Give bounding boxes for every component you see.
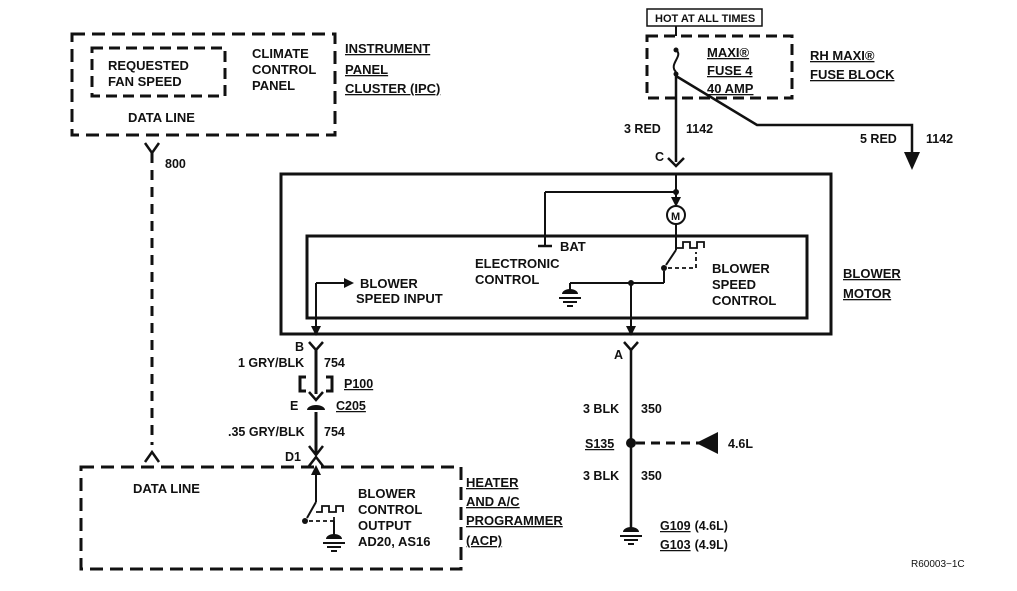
hot-at-all-times-label: HOT AT ALL TIMES — [655, 13, 755, 25]
wire-3-blk-upper-label: 3 BLK — [583, 402, 619, 416]
climate-control-panel-label: CLIMATE — [252, 46, 309, 61]
blower-speed-signal-wire: B 1 GRY/BLK 754 P100 E C205 .35 GRY/BLK … — [228, 340, 373, 467]
splice-s135 — [626, 438, 636, 448]
blower-motor-assembly: BAT M ELECTRONIC CONTROL BLOWER SPEED CO… — [279, 172, 901, 336]
wire-3-red-circuit: 1142 — [686, 122, 713, 136]
ipc-data-line-label: DATA LINE — [128, 110, 195, 125]
engine-4-6l-label: 4.6L — [728, 437, 753, 451]
wire-5-red-label: 5 RED — [860, 132, 897, 146]
bat-label: BAT — [560, 239, 586, 254]
s135-label: S135 — [585, 437, 614, 451]
g103-label: G103(4.9L) — [660, 538, 728, 552]
acp-name-label-2: AND A/C — [466, 494, 520, 509]
connector-c-label: C — [655, 150, 664, 164]
acp-name-label-3: PROGRAMMER — [466, 513, 563, 528]
ipc-name-label-2: PANEL — [345, 62, 388, 77]
electronic-control-box — [305, 234, 809, 320]
p100-label: P100 — [344, 377, 373, 391]
acp-name-label: HEATER — [466, 475, 519, 490]
wire-5-red-circuit: 1142 — [926, 132, 953, 146]
rh-maxi-fuse-block-label: RH MAXI® — [810, 48, 875, 63]
motor-symbol-label: M — [671, 211, 680, 223]
wire-035-gry-blk-label: .35 GRY/BLK — [228, 425, 305, 439]
blower-speed-control-label-2: SPEED — [712, 277, 756, 292]
hot-at-all-times-box — [646, 8, 763, 27]
connector-a-label: A — [614, 348, 623, 362]
blower-speed-input-label-2: SPEED INPUT — [356, 291, 443, 306]
connector-e-label: E — [290, 399, 298, 413]
blower-motor-name-label: BLOWER — [843, 266, 901, 281]
acp-name-label-4: (ACP) — [466, 533, 502, 548]
wire-035-gry-blk-circuit: 754 — [324, 425, 345, 439]
requested-fan-speed-label-2: FAN SPEED — [108, 74, 182, 89]
data-line-800: 800 — [143, 142, 186, 463]
climate-control-panel-label-2: CONTROL — [252, 62, 316, 77]
instrument-panel-cluster: REQUESTED FAN SPEED CLIMATE CONTROL PANE… — [70, 32, 440, 137]
g109-label: G109(4.6L) — [660, 519, 728, 533]
wire-3-blk-lower-circuit: 350 — [641, 469, 662, 483]
engine-variant-arrow — [696, 432, 718, 454]
wire-3-blk-upper-circuit: 350 — [641, 402, 662, 416]
connector-d1-label: D1 — [285, 450, 301, 464]
requested-fan-speed-label: REQUESTED — [108, 58, 189, 73]
maxi-fuse-4: HOT AT ALL TIMES MAXI® FUSE 4 40 AMP RH … — [645, 8, 895, 100]
blower-speed-control-label-3: CONTROL — [712, 293, 776, 308]
rh-maxi-fuse-block-label-2: FUSE BLOCK — [810, 67, 895, 82]
data-line-circuit-800: 800 — [165, 157, 186, 171]
electronic-control-label-2: CONTROL — [475, 272, 539, 287]
wire-1-gry-blk-label: 1 GRY/BLK — [238, 356, 304, 370]
wire-3-blk-lower-label: 3 BLK — [583, 469, 619, 483]
blower-control-output-label-3: OUTPUT — [358, 518, 412, 533]
ipc-name-label: INSTRUMENT — [345, 41, 430, 56]
wire-1-gry-blk-circuit: 754 — [324, 356, 345, 370]
maxi-fuse-label-3: 40 AMP — [707, 81, 754, 96]
blower-control-output-label-4: AD20, AS16 — [358, 534, 431, 549]
electronic-control-label: ELECTRONIC — [475, 256, 560, 271]
blower-control-output-label: BLOWER — [358, 486, 416, 501]
acp-data-line-label: DATA LINE — [133, 481, 200, 496]
requested-fan-speed-box — [90, 46, 227, 98]
red-feed-wires: 3 RED 1142 5 RED 1142 C — [624, 74, 953, 170]
ipc-name-label-3: CLUSTER (IPC) — [345, 81, 440, 96]
blower-speed-control-label: BLOWER — [712, 261, 770, 276]
ground-circuit: A 3 BLK 350 S135 4.6L 3 BLK 350 G109(4.6… — [583, 341, 753, 552]
blower-control-output-label-2: CONTROL — [358, 502, 422, 517]
figure-id-label: R60003−1C — [911, 559, 965, 570]
blower-motor-name-label-2: MOTOR — [843, 286, 892, 301]
c205-label: C205 — [336, 399, 366, 413]
heater-ac-programmer: DATA LINE BLOWER CONTROL OUTPUT AD20, AS… — [79, 465, 563, 571]
maxi-fuse-label-2: FUSE 4 — [707, 63, 753, 78]
maxi-fuse-label: MAXI® — [707, 45, 750, 60]
connector-b-label: B — [295, 340, 304, 354]
wire-3-red-label: 3 RED — [624, 122, 661, 136]
climate-control-panel-label-3: PANEL — [252, 78, 295, 93]
blower-speed-input-label: BLOWER — [360, 276, 418, 291]
red-wire-continuation-arrow — [904, 152, 920, 170]
blower-motor-outer-box — [279, 172, 833, 336]
